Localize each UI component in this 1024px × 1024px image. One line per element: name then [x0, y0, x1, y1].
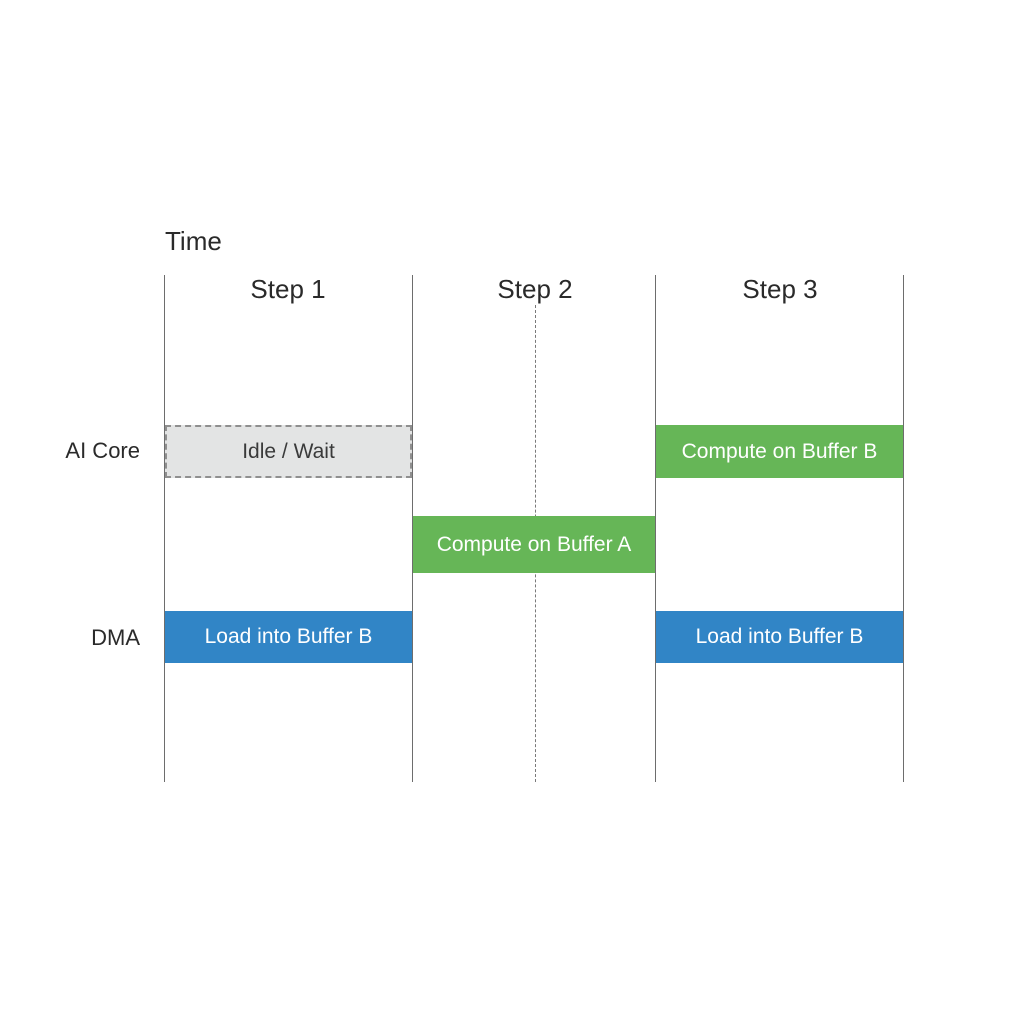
time-axis-title: Time — [165, 226, 222, 256]
step-2-start-divider — [412, 275, 413, 782]
compute-buffer-b-block: Compute on Buffer B — [656, 425, 903, 478]
dma-row-label: DMA — [91, 625, 140, 650]
step-1-label: Step 1 — [250, 274, 326, 304]
step-2-label: Step 2 — [497, 274, 573, 304]
step-3-start-divider — [655, 275, 656, 782]
compute-buffer-a-block: Compute on Buffer A — [413, 516, 655, 573]
ai-core-row-label: AI Core — [65, 438, 140, 463]
load-buffer-b-step3-block: Load into Buffer B — [656, 611, 903, 663]
idle-wait-block: Idle / Wait — [165, 425, 412, 478]
load-buffer-b-step1-block: Load into Buffer B — [165, 611, 412, 663]
step-1-start-divider — [164, 275, 165, 782]
step-3-end-divider — [903, 275, 904, 782]
step-3-label: Step 3 — [742, 274, 818, 304]
